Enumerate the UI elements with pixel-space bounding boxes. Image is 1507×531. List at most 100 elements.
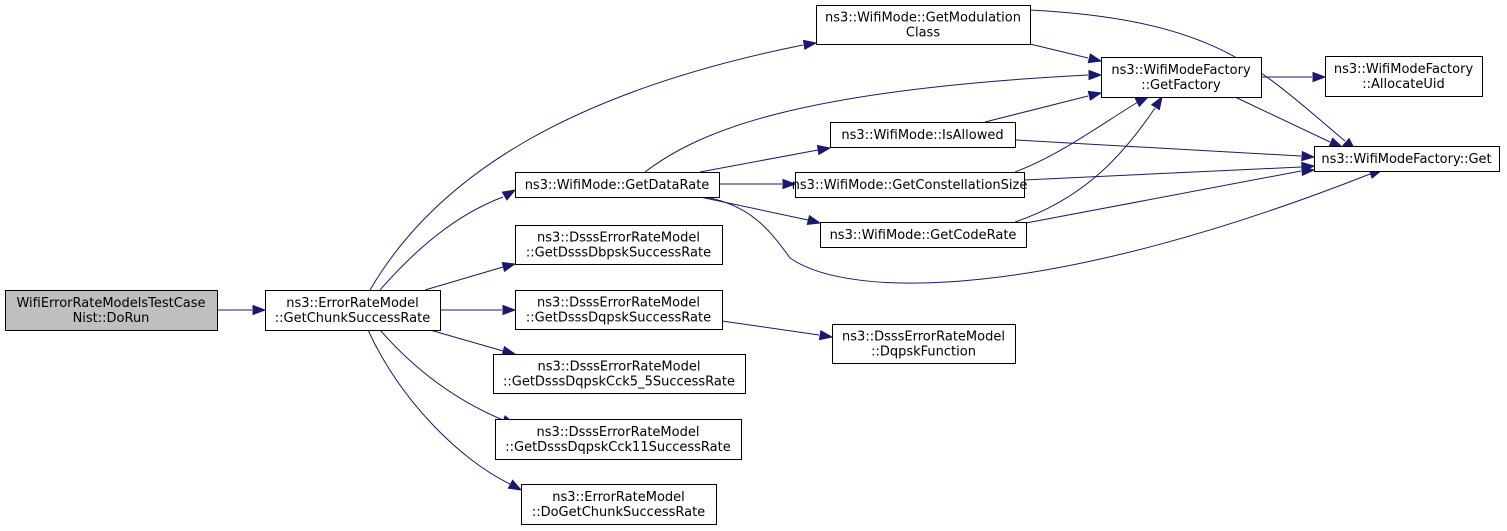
node-label-line: Nist::DoRun	[73, 311, 150, 326]
edge-line	[699, 149, 819, 173]
edge-line	[1014, 139, 1302, 157]
edge-line	[379, 329, 504, 421]
node-box	[515, 172, 720, 198]
node-box	[515, 290, 723, 330]
edge-line	[1014, 107, 1156, 223]
edge-line	[1234, 96, 1331, 143]
node-label-line: ns3::DsssErrorRateModel	[537, 296, 700, 311]
edge-dsss_dqpsk-to-dsss_dqpskfn	[721, 320, 834, 341]
node-label-line: ns3::WifiMode::GetConstellationSize	[792, 178, 1028, 193]
edge-arrowhead	[507, 479, 523, 491]
edge-arrowhead	[1150, 95, 1163, 111]
node-box	[515, 225, 723, 265]
node-label-line: ::DqpskFunction	[871, 345, 976, 360]
edge-arrowhead	[782, 178, 797, 190]
node-box	[265, 290, 441, 331]
node-label-line: ns3::WifiMode::GetModulation	[825, 11, 1021, 26]
node-label-line: ::GetDsssDqpskCck5_5SuccessRate	[503, 375, 735, 390]
edges-layer	[217, 9, 1384, 491]
node-erm_doget[interactable]: ns3::ErrorRateModel::DoGetChunkSuccessRa…	[521, 484, 717, 525]
node-box	[816, 5, 1031, 45]
node-label-line: ns3::WifiModeFactory	[1334, 62, 1474, 77]
node-wm_getdatarate[interactable]: ns3::WifiMode::GetDataRate	[515, 172, 720, 198]
edge-root-to-erm_getchunk	[217, 304, 267, 316]
edge-arrowhead	[252, 304, 267, 316]
node-label-line: ns3::DsssErrorRateModel	[538, 360, 701, 375]
edge-line	[379, 196, 504, 291]
node-dsss_cck55[interactable]: ns3::DsssErrorRateModel::GetDsssDqpskCck…	[493, 354, 746, 394]
edge-line	[429, 329, 504, 352]
edge-erm_getchunk-to-dsss_dbpsk	[424, 261, 517, 291]
node-wm_getcoderate[interactable]: ns3::WifiMode::GetCodeRate	[820, 222, 1027, 248]
edge-erm_getchunk-to-erm_doget	[367, 329, 523, 491]
node-dsss_dqpsk[interactable]: ns3::DsssErrorRateModel::GetDsssDqpskSuc…	[515, 290, 723, 330]
node-box	[1101, 57, 1262, 98]
node-erm_getchunk[interactable]: ns3::ErrorRateModel::GetChunkSuccessRate	[265, 290, 441, 331]
node-wmf_getfactory[interactable]: ns3::WifiModeFactory::GetFactory	[1101, 57, 1262, 98]
node-box	[495, 419, 742, 460]
edge-wm_getconst-to-wmf_get	[1023, 161, 1316, 181]
edge-wm_getconst-to-wmf_getfactory	[1014, 96, 1150, 173]
node-label-line: ns3::WifiMode::IsAllowed	[841, 128, 1003, 143]
edge-wm_isallowed-to-wmf_getfactory	[984, 90, 1103, 123]
edge-wm_getdatarate-to-wm_getcoderate	[699, 196, 822, 226]
node-dsss_dqpskfn[interactable]: ns3::DsssErrorRateModel::DqpskFunction	[832, 324, 1016, 364]
node-dsss_dbpsk[interactable]: ns3::DsssErrorRateModel::GetDsssDbpskSuc…	[515, 225, 723, 265]
node-box	[1325, 56, 1483, 97]
node-label-line: ns3::ErrorRateModel	[552, 490, 685, 505]
edge-line	[369, 44, 804, 291]
edge-line	[984, 95, 1089, 123]
edge-line	[721, 320, 820, 336]
edge-line	[699, 196, 809, 221]
node-wmf_get[interactable]: ns3::WifiModeFactory::Get	[1314, 146, 1500, 172]
edge-wm_isallowed-to-wmf_get	[1014, 139, 1316, 162]
edge-wmf_getfactory-to-wmf_allocuid	[1261, 71, 1327, 83]
node-label-line: WifiErrorRateModelsTestCase	[16, 296, 205, 311]
edge-line	[1025, 170, 1302, 224]
edge-arrowhead	[1087, 90, 1103, 101]
edge-wm_getdatarate-to-wm_getconst	[719, 178, 797, 190]
edge-arrowhead	[1328, 137, 1344, 148]
edge-wmf_getfactory-to-wmf_get	[1234, 96, 1344, 148]
edge-wm_getcoderate-to-wmf_get	[1025, 165, 1316, 224]
edge-arrowhead	[1134, 96, 1150, 108]
edge-arrowhead	[501, 189, 517, 201]
node-box	[5, 290, 218, 331]
edge-line	[424, 266, 504, 291]
edge-arrowhead	[818, 329, 834, 341]
edge-line	[644, 74, 1089, 173]
edge-arrowhead	[1312, 71, 1327, 83]
edge-arrowhead	[1088, 69, 1103, 81]
edge-erm_getchunk-to-dsss_cck55	[429, 329, 517, 357]
node-label-line: ::GetDsssDbpskSuccessRate	[526, 246, 711, 261]
edge-arrowhead	[816, 144, 832, 156]
node-wm_getconst[interactable]: ns3::WifiMode::GetConstellationSize	[792, 172, 1028, 198]
node-label-line: ns3::ErrorRateModel	[286, 296, 419, 311]
edge-line	[1023, 166, 1302, 181]
node-wmf_allocuid[interactable]: ns3::WifiModeFactory::AllocateUid	[1325, 56, 1483, 97]
node-label-line: ns3::WifiModeFactory	[1111, 63, 1251, 78]
node-box	[830, 122, 1016, 148]
edge-arrowhead	[502, 304, 517, 316]
node-label-line: ns3::DsssErrorRateModel	[842, 330, 1005, 345]
node-box	[493, 354, 746, 394]
node-label-line: ::GetFactory	[1141, 78, 1221, 93]
node-label-line: Class	[906, 26, 940, 41]
edge-line	[1029, 9, 1346, 142]
node-wm_isallowed[interactable]: ns3::WifiMode::IsAllowed	[830, 122, 1016, 148]
edge-wm_getcoderate-to-wmf_getfactory	[1014, 95, 1163, 223]
edge-wm_getmodclass-to-wmf_getfactory	[1029, 43, 1103, 64]
node-box	[795, 172, 1025, 198]
node-box	[820, 222, 1027, 248]
edge-line	[1029, 43, 1089, 59]
node-dsss_cck11[interactable]: ns3::DsssErrorRateModel::GetDsssDqpskCck…	[495, 419, 742, 460]
node-label-line: ns3::WifiMode::GetDataRate	[525, 178, 710, 193]
node-label-line: ::GetDsssDqpskCck11SuccessRate	[505, 440, 731, 455]
node-box	[1314, 146, 1500, 172]
edge-arrowhead	[802, 39, 818, 51]
edge-line	[704, 173, 1371, 284]
nodes-layer: WifiErrorRateModelsTestCaseNist::DoRunns…	[5, 5, 1500, 525]
